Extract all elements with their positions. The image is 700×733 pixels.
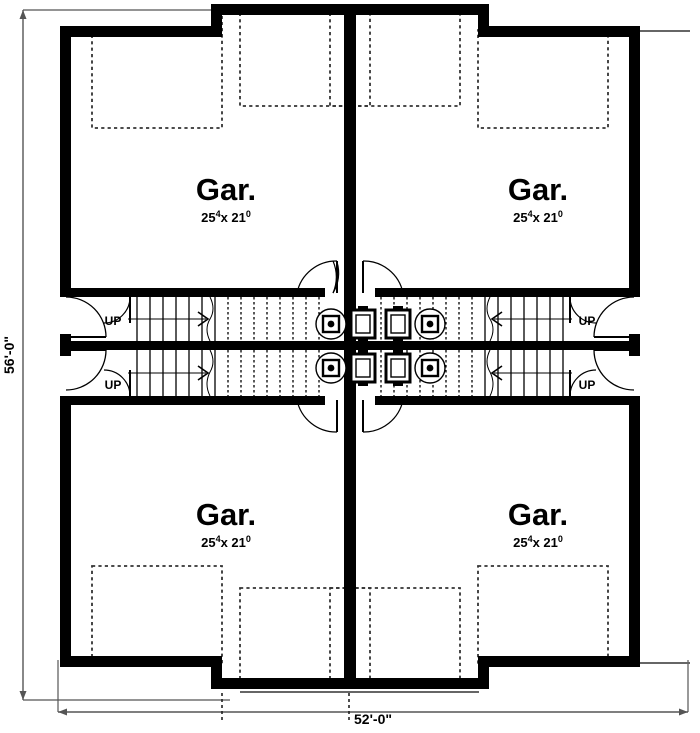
- furnaces: [349, 306, 412, 386]
- door-swing-right-upper: [593, 296, 635, 338]
- stair-break-line-ul: [206, 296, 214, 342]
- wall-top-right-step: [478, 4, 489, 37]
- dim-arrow-right: [679, 708, 688, 716]
- wall-top-right: [478, 26, 640, 37]
- size-inches: 4: [216, 534, 221, 544]
- furnace-ul: [349, 306, 377, 342]
- room-label-gar-bottom-right: Gar. 254x 210: [508, 497, 568, 550]
- size-feet2: 21: [543, 210, 557, 225]
- room-size-line: 254x 210: [513, 209, 563, 225]
- stair-lower-left: [128, 349, 320, 397]
- wall-right-lower: [629, 396, 640, 667]
- furnace-lr: [384, 350, 412, 386]
- size-inches: 4: [528, 534, 533, 544]
- room-label-text: Gar.: [508, 497, 568, 532]
- furnace-ur: [384, 306, 412, 342]
- room-label-gar-top-right: Gar. 254x 210: [508, 172, 568, 225]
- door-swing-left-lower: [65, 349, 107, 391]
- overall-height-dimension: 56'-0": [1, 336, 17, 374]
- size-feet2: 21: [543, 535, 557, 550]
- furnace-ll: [349, 350, 377, 386]
- garage-door-opening-br-b: [329, 587, 461, 687]
- room-label-text: Gar.: [196, 172, 256, 207]
- wall-bottom-right-step: [478, 656, 489, 689]
- water-heater-ur: [414, 308, 446, 340]
- corridor-doors: [103, 296, 597, 397]
- wall-right-upper: [629, 26, 640, 294]
- stair-upper-left: [128, 296, 320, 342]
- dim-arrow-top: [19, 10, 27, 19]
- door-swing-right-lower: [593, 349, 635, 391]
- room-label-gar-top-left: Gar. 254x 210: [196, 172, 256, 225]
- stair-arrow-ur: [490, 311, 503, 327]
- size-inches2: 0: [558, 534, 563, 544]
- wall-top-mid-right: [349, 4, 489, 15]
- stair-labels: UP UP UP UP: [105, 314, 596, 392]
- stair-arrow-ll: [197, 365, 210, 381]
- size-feet2: 21: [231, 210, 245, 225]
- water-heater-ul: [315, 308, 347, 340]
- door-swing-left-upper: [65, 296, 107, 338]
- stair-lower-right: [380, 349, 572, 397]
- water-heater-lr: [414, 352, 446, 384]
- room-size-line: 254x 210: [513, 534, 563, 550]
- size-feet: 25: [513, 535, 527, 550]
- door-swing-mech-top-left: [296, 260, 338, 294]
- wall-h-lower-right: [375, 396, 640, 405]
- garage-door-opening-br-a: [477, 565, 609, 665]
- dim-arrow-left: [58, 708, 67, 716]
- wall-top-left: [60, 26, 222, 37]
- size-inches2: 0: [246, 534, 251, 544]
- size-feet: 25: [513, 210, 527, 225]
- door-swing-mech-bottom-right: [362, 399, 404, 433]
- wall-bottom-left: [60, 656, 222, 667]
- wall-top-left-step: [211, 4, 222, 37]
- stair-break-line-ur: [486, 296, 494, 342]
- wall-h-upper-left: [60, 288, 325, 297]
- stair-label-upper-right: UP: [579, 314, 596, 328]
- wall-h-upper-right: [375, 288, 640, 297]
- room-label-gar-bottom-left: Gar. 254x 210: [196, 497, 256, 550]
- room-size-line: 254x 210: [201, 534, 251, 550]
- door-swing-mech-bottom-left: [296, 399, 338, 433]
- wall-bottom-mid-right: [349, 678, 489, 689]
- size-feet: 25: [201, 210, 215, 225]
- interior-walls: [60, 288, 640, 405]
- mechanical-doors: [296, 260, 404, 433]
- stair-break-line-ll: [206, 349, 214, 397]
- stair-arrow-ul: [197, 311, 210, 327]
- water-heaters: [315, 308, 446, 384]
- size-inches2: 0: [246, 209, 251, 219]
- garage-door-opening-bl-b: [239, 587, 371, 687]
- size-feet: 25: [201, 535, 215, 550]
- garage-door-opening-bl-a: [91, 565, 223, 665]
- wall-h-lower-left: [60, 396, 325, 405]
- stair-label-lower-right: UP: [579, 378, 596, 392]
- wall-top-mid-left: [211, 4, 351, 15]
- size-feet2: 21: [231, 535, 245, 550]
- room-label-text: Gar.: [508, 172, 568, 207]
- wall-bottom-mid-left: [211, 678, 351, 689]
- wall-bottom-left-step: [211, 656, 222, 689]
- wall-bottom-right: [478, 656, 640, 667]
- dimension-lines: [19, 9, 689, 716]
- overall-width-dimension: 52'-0": [354, 711, 392, 727]
- exterior-doors: [65, 296, 635, 391]
- wall-h-mid: [60, 341, 640, 350]
- size-inches2: 0: [558, 209, 563, 219]
- stair-label-upper-left: UP: [105, 314, 122, 328]
- wall-left-lower: [60, 396, 71, 667]
- size-inches: 4: [216, 209, 221, 219]
- stair-break-line-lr: [486, 349, 494, 397]
- dim-arrow-bottom: [19, 691, 27, 700]
- room-size-line: 254x 210: [201, 209, 251, 225]
- size-inches: 4: [528, 209, 533, 219]
- stair-label-lower-left: UP: [105, 378, 122, 392]
- room-label-text: Gar.: [196, 497, 256, 532]
- water-heater-ll: [315, 352, 347, 384]
- door-swing-mech-top-right: [362, 260, 404, 294]
- wall-left-upper: [60, 26, 71, 294]
- stair-arrow-lr: [490, 365, 503, 381]
